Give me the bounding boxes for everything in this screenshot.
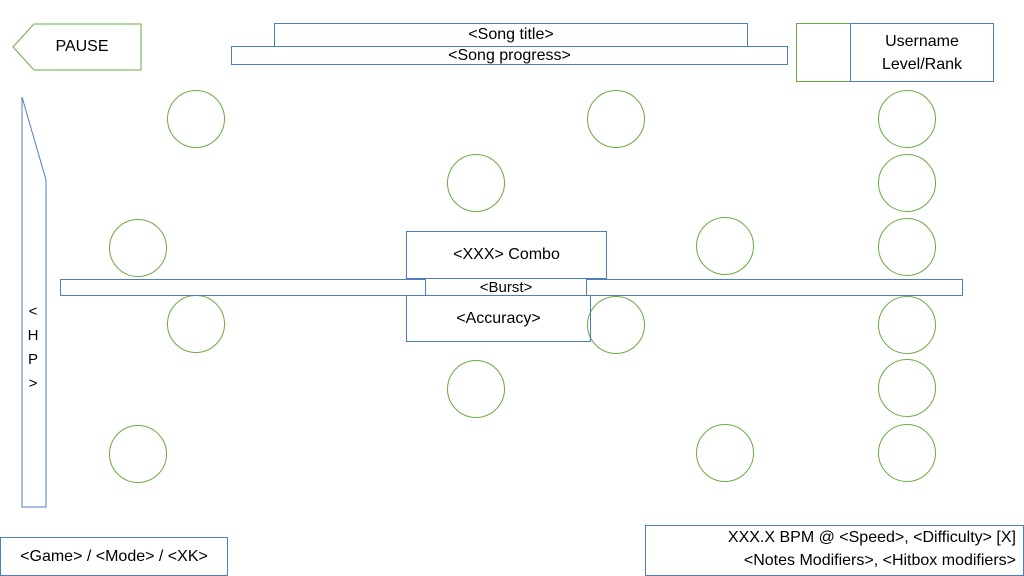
hp-label-char: H <box>27 327 39 344</box>
combo-counter: <XXX> Combo <box>406 231 607 279</box>
pause-button[interactable]: PAUSE <box>12 23 142 71</box>
user-info-panel: Username Level/Rank <box>850 23 994 82</box>
avatar <box>796 23 852 82</box>
note-target[interactable] <box>878 154 936 212</box>
note-target[interactable] <box>167 295 225 353</box>
hp-label-char: P <box>27 351 38 368</box>
hp-label-char: > <box>28 375 38 392</box>
note-target[interactable] <box>878 296 936 354</box>
modifiers: <Notes Modifiers>, <Hitbox modifiers> <box>743 552 1016 569</box>
pause-button-shape <box>12 23 142 71</box>
song-settings-info: XXX.X BPM @ <Speed>, <Difficulty> [X] <N… <box>645 525 1024 576</box>
song-title: <Song title> <box>274 23 748 47</box>
hp-bar: < H P > <box>21 96 47 508</box>
burst-meter: <Burst> <box>425 278 587 296</box>
pause-label: PAUSE <box>55 38 109 55</box>
note-target[interactable] <box>167 90 225 148</box>
bpm-speed-difficulty: XXX.X BPM @ <Speed>, <Difficulty> [X] <box>727 529 1016 546</box>
note-target[interactable] <box>878 424 936 482</box>
note-target[interactable] <box>878 90 936 148</box>
hp-bar-shape <box>21 96 47 508</box>
note-target[interactable] <box>447 154 505 212</box>
username: Username <box>885 33 959 50</box>
note-target[interactable] <box>109 219 167 277</box>
note-target[interactable] <box>109 425 167 483</box>
accuracy-display: <Accuracy> <box>406 295 591 342</box>
note-target[interactable] <box>587 296 645 354</box>
hp-label: < H P > <box>21 300 45 396</box>
note-target[interactable] <box>878 359 936 417</box>
game-mode-info: <Game> / <Mode> / <XK> <box>0 537 228 576</box>
level-rank: Level/Rank <box>881 56 963 73</box>
note-target[interactable] <box>447 360 505 418</box>
note-target[interactable] <box>878 218 936 276</box>
note-target[interactable] <box>696 424 754 482</box>
note-target[interactable] <box>587 90 645 148</box>
note-target[interactable] <box>696 217 754 275</box>
song-progress-bar: <Song progress> <box>231 46 788 65</box>
hp-label-char: < <box>28 303 38 320</box>
